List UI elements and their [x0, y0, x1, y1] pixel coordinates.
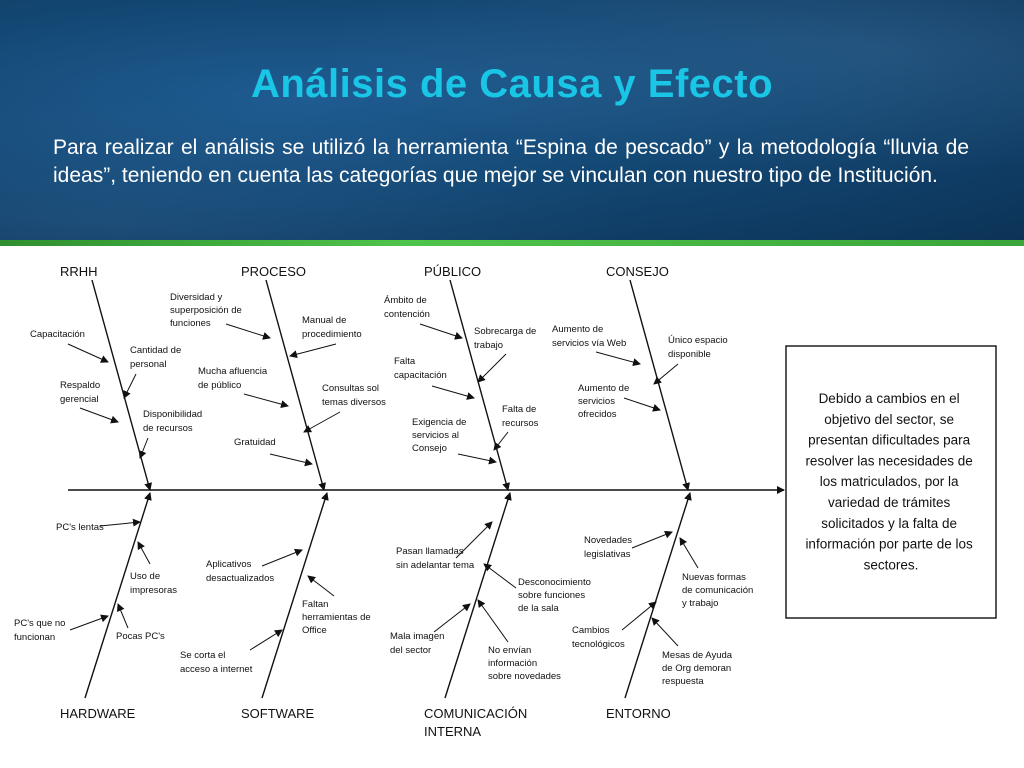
arrow-aumento-servicios-ofrecidos [623, 397, 661, 412]
cause-exigencia-servicios: Exigencia de servicios al Consejo [412, 417, 469, 454]
arrow-pasan-llamadas [455, 521, 493, 559]
arrow-gratuidad [269, 453, 313, 467]
slide-header-background [0, 0, 1024, 244]
cause-aplicativos-desactualizados: Aplicativos desactualizados [206, 559, 274, 584]
arrow-manual-procedimiento [289, 343, 337, 359]
category-entorno: ENTORNO [606, 706, 671, 721]
category-proceso: PROCESO [241, 264, 306, 279]
arrow-corta-internet [249, 629, 283, 651]
cause-diversidad-funciones: Diversidad y superposición de funciones [170, 292, 244, 329]
arrow-diversidad-funciones [225, 323, 271, 340]
cause-respaldo-gerencial: Respaldo gerencial [60, 380, 103, 405]
cause-unico-espacio: Único espacio disponible [668, 335, 730, 360]
arrow-novedades-legislativas [631, 530, 673, 549]
category-hardware: HARDWARE [60, 706, 136, 721]
cause-afluencia-publico: Mucha afluencia de público [198, 366, 270, 391]
cause-corta-internet: Se corta el acceso a internet [180, 650, 253, 675]
cause-gratuidad: Gratuidad [234, 437, 276, 448]
cause-faltan-herramientas: Faltan herramientas de Office [302, 599, 373, 636]
cause-manual-procedimiento: Manual de procedimiento [302, 315, 362, 340]
cause-falta-recursos: Falta de recursos [502, 404, 539, 429]
bone-consejo [629, 279, 690, 491]
arrow-mala-imagen [433, 603, 471, 633]
category-consejo: CONSEJO [606, 264, 669, 279]
arrow-pocas-pcs [117, 603, 129, 629]
bone-proceso [265, 279, 326, 491]
effect-box [785, 345, 997, 619]
slide-title: Análisis de Causa y Efecto [250, 62, 774, 106]
arrow-exigencia-servicios [457, 453, 497, 465]
cause-pcs-no-funcionan: PC's que no funcionan [14, 618, 68, 643]
cause-consultas-temas: Consultas sol temas diversos [322, 383, 386, 408]
slide-intro-text: Para realizar el análisis se utilizó la … [53, 136, 969, 187]
cause-falta-capacitacion: Falta capacitación [394, 356, 447, 381]
header-green-divider [0, 240, 1024, 246]
cause-capacitacion: Capacitación [30, 329, 85, 340]
arrow-nuevas-formas [679, 537, 699, 569]
arrow-desconocimiento-funciones [483, 563, 517, 589]
arrow-consultas-temas [303, 411, 341, 433]
cause-pocas-pcs: Pocas PC's [116, 631, 165, 642]
cause-novedades-legislativas: Novedades legislativas [584, 535, 635, 560]
cause-aumento-servicios-web: Aumento de servicios vía Web [552, 324, 626, 349]
bone-publico [449, 279, 510, 491]
arrow-falta-capacitacion [431, 385, 475, 400]
category-comunicacion: COMUNICACIÓN INTERNA [424, 706, 531, 739]
effect-text: Debido a cambios en el objetivo del sect… [805, 391, 976, 572]
arrow-faltan-herramientas [307, 575, 335, 597]
header-light-streaks [0, 0, 1024, 244]
arrow-sobrecarga-trabajo [477, 353, 507, 383]
arrow-aplicativos-desactualizados [261, 548, 303, 567]
arrow-pcs-no-funcionan [69, 614, 109, 631]
arrow-ambito-contencion [419, 323, 463, 340]
cause-no-envian-info: No envían información sobre novedades [488, 645, 561, 682]
bone-entorno [624, 492, 692, 699]
arrow-respaldo-gerencial [79, 407, 119, 424]
category-publico: PÚBLICO [424, 264, 481, 279]
arrow-capacitacion [67, 343, 109, 363]
arrow-cambios-tecnologicos [621, 601, 657, 631]
arrow-disponibilidad-recursos [138, 437, 149, 459]
cause-desconocimiento-funciones: Desconocimiento sobre funciones de la sa… [518, 577, 594, 614]
cause-mesas-ayuda: Mesas de Ayuda de Org demoran respuesta [662, 650, 735, 687]
arrow-falta-recursos [493, 431, 509, 451]
arrow-uso-impresoras [137, 541, 151, 565]
arrow-afluencia-publico [243, 393, 289, 409]
cause-mala-imagen: Mala imagen del sector [390, 631, 447, 656]
arrow-aumento-servicios-web [595, 351, 641, 367]
fishbone-diagram: RRHH PROCESO PÚBLICO CONSEJO HARDWARE SO… [14, 264, 997, 739]
category-software: SOFTWARE [241, 706, 315, 721]
cause-cantidad-personal: Cantidad de personal [130, 345, 184, 370]
arrow-no-envian-info [477, 599, 509, 643]
cause-sobrecarga-trabajo: Sobrecarga de trabajo [474, 326, 539, 351]
arrow-pcs-lentas [99, 518, 141, 527]
category-rrhh: RRHH [60, 264, 98, 279]
cause-ambito-contencion: Ámbito de contención [384, 295, 430, 320]
arrow-cantidad-personal [123, 373, 137, 399]
cause-pcs-lentas: PC's lentas [56, 522, 104, 533]
cause-nuevas-formas: Nuevas formas de comunicación y trabajo [682, 572, 756, 609]
cause-uso-impresoras: Uso de impresoras [130, 571, 177, 596]
bone-software [261, 492, 329, 699]
arrow-mesas-ayuda [651, 617, 679, 647]
cause-disponibilidad-recursos: Disponibilidad de recursos [143, 409, 205, 434]
arrow-unico-espacio [653, 363, 679, 385]
cause-aumento-servicios-ofrecidos: Aumento de servicios ofrecidos [578, 383, 632, 420]
bone-hardware [84, 492, 152, 699]
bone-comunicacion [444, 492, 512, 699]
cause-cambios-tecnologicos: Cambios tecnológicos [572, 625, 625, 650]
cause-pasan-llamadas: Pasan llamadas sin adelantar tema [396, 546, 475, 571]
